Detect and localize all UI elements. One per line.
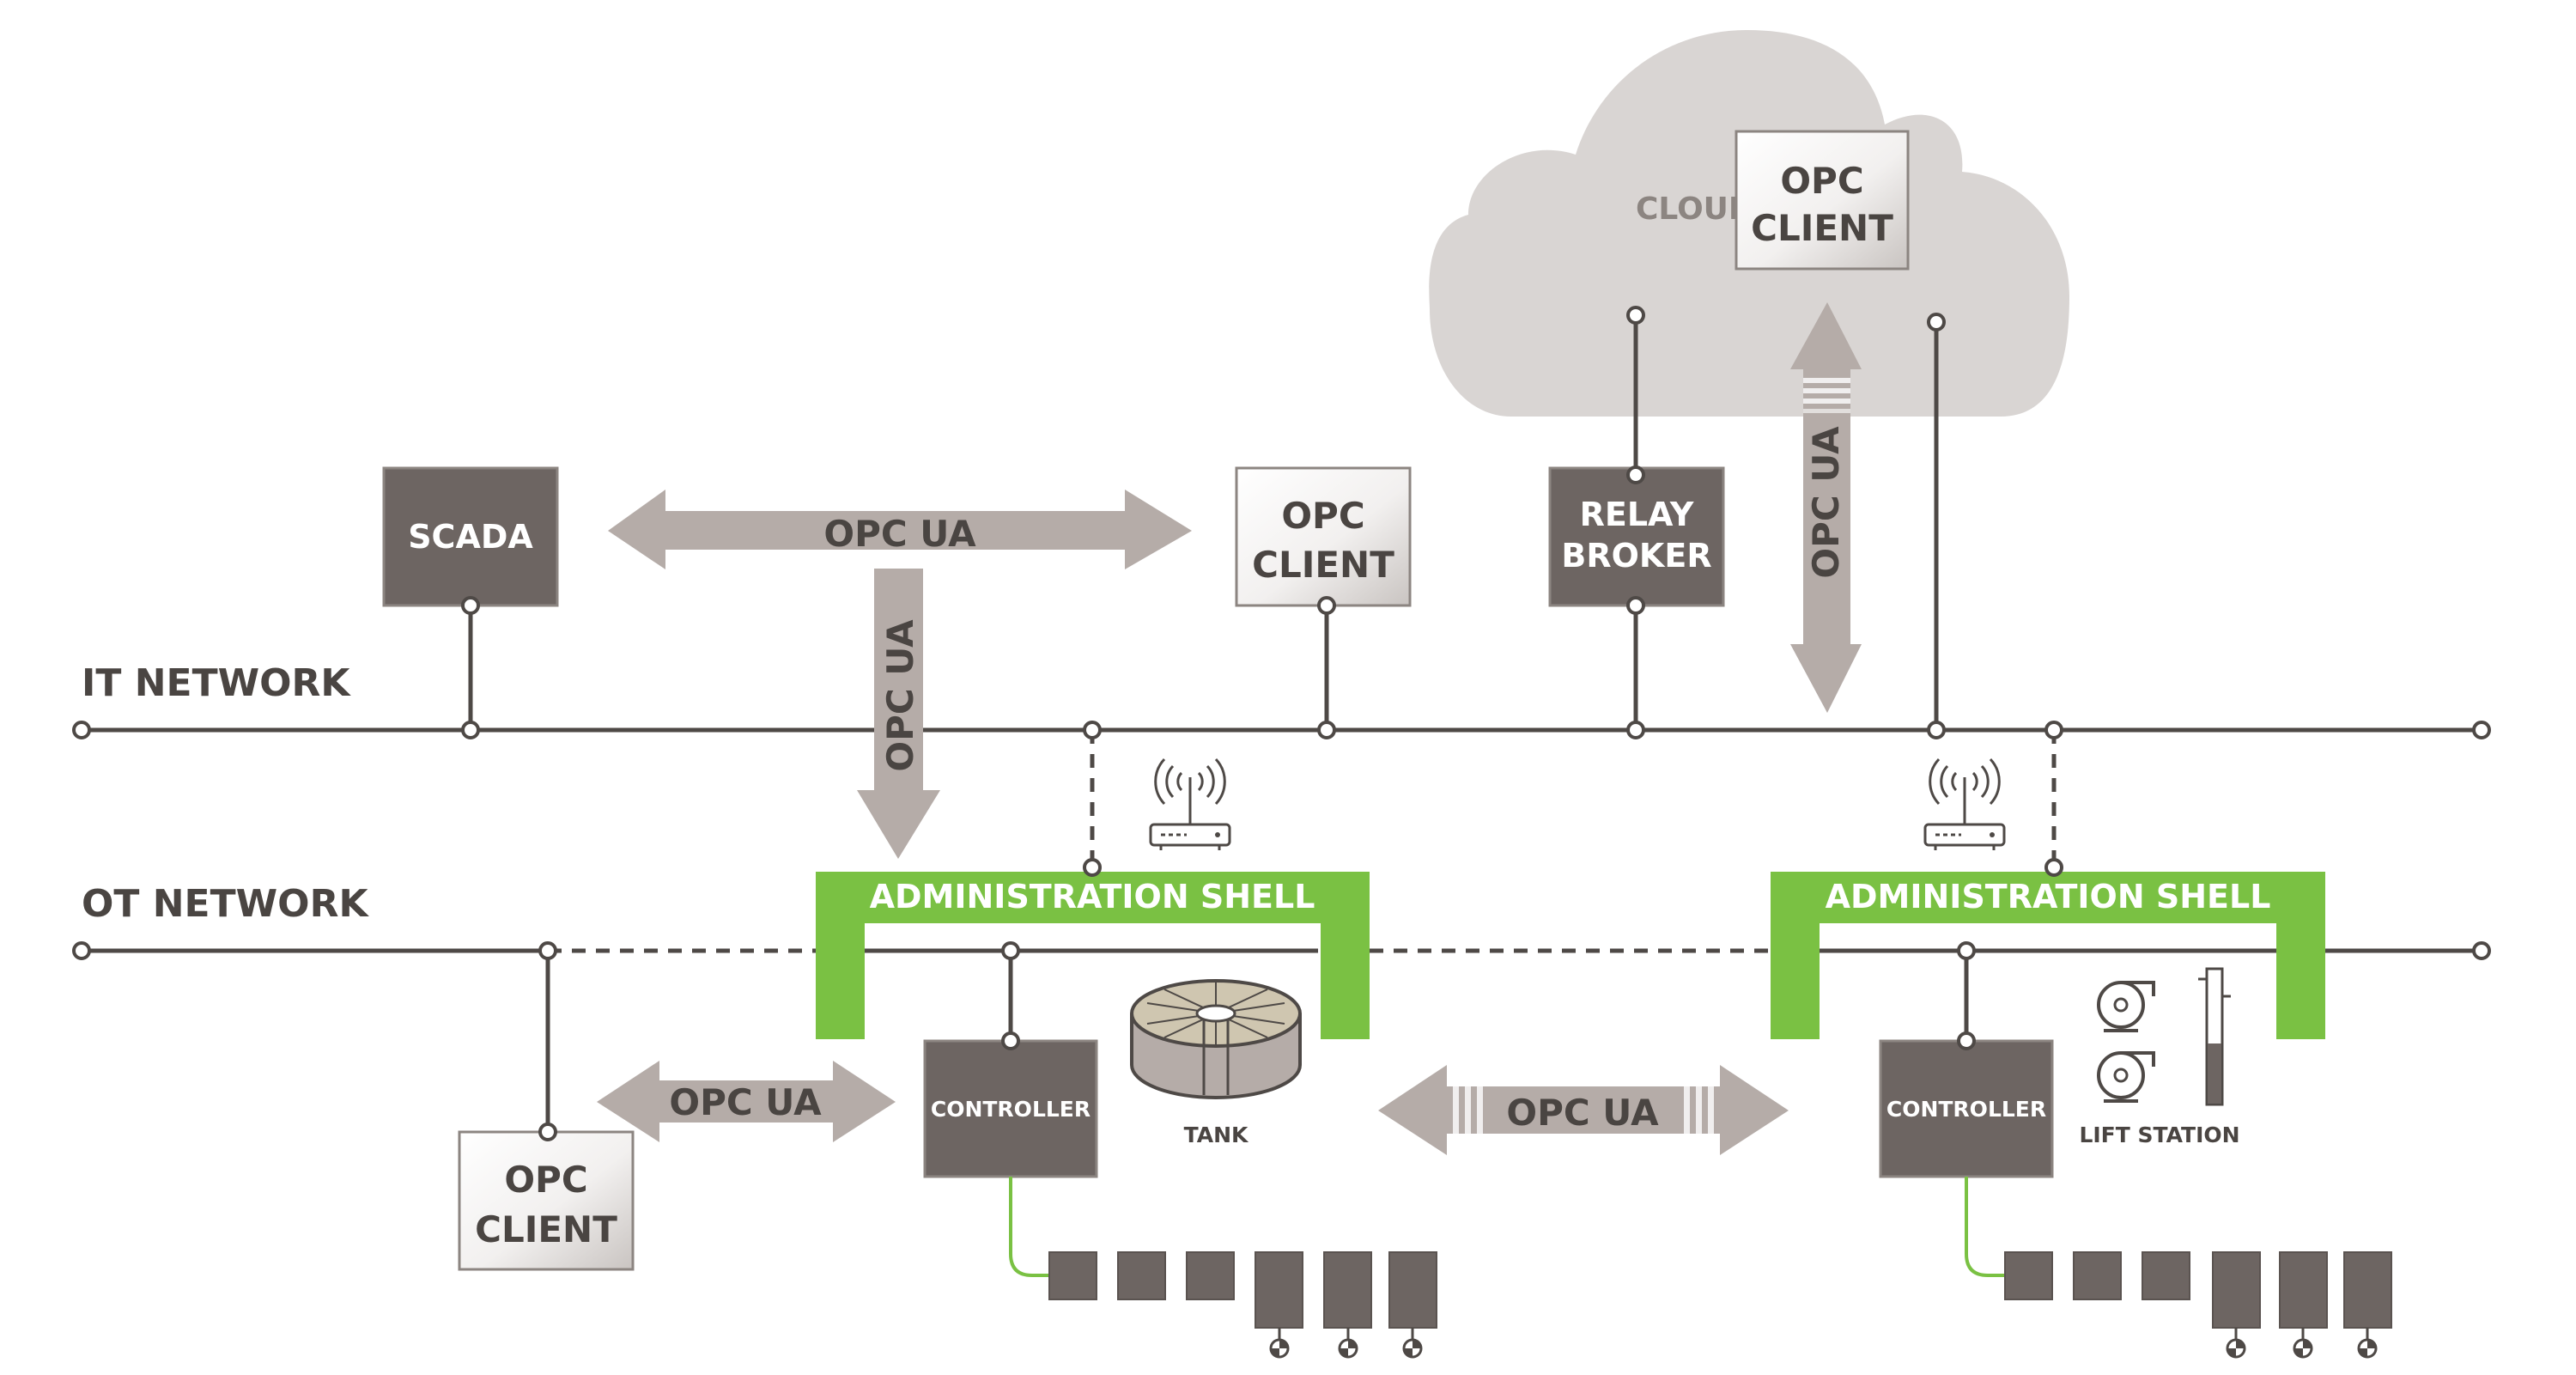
sensor-icon bbox=[2293, 1328, 2313, 1359]
io-modules-left bbox=[1009, 1177, 1437, 1359]
opc-ua-arrow-cloud: OPC UA bbox=[1790, 302, 1862, 713]
opc-ua-arrow-cloud-label: OPC UA bbox=[1805, 426, 1847, 579]
connection-nodes bbox=[72, 306, 2491, 1141]
ot-network: OT NETWORK bbox=[82, 882, 2482, 953]
it-network-label: IT NETWORK bbox=[82, 661, 351, 705]
sensor-icon bbox=[2357, 1328, 2378, 1359]
lift-station: LIFT STATION bbox=[2079, 967, 2240, 1147]
pump-icon bbox=[2097, 981, 2155, 1032]
controller-left-label: CONTROLLER bbox=[931, 1097, 1091, 1122]
opc-client-it-line2: CLIENT bbox=[1252, 544, 1394, 586]
opc-client-ot-line2: CLIENT bbox=[475, 1208, 617, 1250]
wifi-router-icon bbox=[1923, 757, 2006, 850]
io-module bbox=[1255, 1251, 1303, 1329]
opc-ua-arrow-down: OPC UA bbox=[857, 569, 940, 859]
sensor-icon bbox=[1402, 1328, 1423, 1359]
sensor-icon bbox=[1338, 1328, 1358, 1359]
opc-ua-arrow-top-label: OPC UA bbox=[823, 513, 976, 555]
io-module bbox=[2004, 1251, 2053, 1300]
io-module bbox=[2212, 1251, 2261, 1329]
io-modules-right bbox=[1965, 1177, 2392, 1359]
opc-ua-arrow-bottom-middle: OPC UA bbox=[1378, 1065, 1789, 1155]
io-module bbox=[2343, 1251, 2392, 1329]
opc-ua-arrow-bottom-left: OPC UA bbox=[597, 1061, 896, 1142]
io-module bbox=[2142, 1251, 2190, 1300]
opc-client-it: OPC CLIENT bbox=[1235, 466, 1412, 607]
io-module bbox=[1117, 1251, 1166, 1300]
scada-label: SCADA bbox=[408, 518, 533, 556]
connectors bbox=[468, 315, 2057, 1132]
controller-right: CONTROLLER bbox=[1879, 1039, 2054, 1178]
ot-network-label: OT NETWORK bbox=[82, 882, 369, 926]
io-module bbox=[1186, 1251, 1235, 1300]
relay-broker-line2: BROKER bbox=[1561, 537, 1711, 575]
io-module bbox=[1388, 1251, 1437, 1329]
tank-icon: TANK bbox=[1130, 979, 1302, 1147]
sensor-icon bbox=[1269, 1328, 1290, 1359]
pump-icon bbox=[2097, 1051, 2155, 1103]
wifi-router-icon bbox=[1149, 757, 1231, 850]
cloud-opc-client: OPC CLIENT bbox=[1735, 130, 1910, 271]
io-module bbox=[2279, 1251, 2328, 1329]
cloud-opc-client-line2: CLIENT bbox=[1751, 207, 1893, 249]
opc-client-ot: OPC CLIENT bbox=[458, 1130, 635, 1271]
administration-shell-left: ADMINISTRATION SHELL bbox=[816, 872, 1370, 1039]
it-network: IT NETWORK bbox=[82, 661, 2482, 733]
tank-label: TANK bbox=[1184, 1123, 1249, 1147]
controller-left: CONTROLLER bbox=[923, 1039, 1098, 1178]
opc-client-ot-line1: OPC bbox=[504, 1159, 587, 1201]
controller-right-label: CONTROLLER bbox=[1886, 1097, 2046, 1122]
opc-ua-arrow-bottom-middle-label: OPC UA bbox=[1506, 1092, 1659, 1134]
lift-station-label: LIFT STATION bbox=[2079, 1123, 2239, 1147]
admin-shell-right-label: ADMINISTRATION SHELL bbox=[1826, 878, 2271, 916]
relay-broker-line1: RELAY bbox=[1580, 496, 1694, 533]
admin-shell-left-label: ADMINISTRATION SHELL bbox=[870, 878, 1315, 916]
io-module bbox=[2073, 1251, 2122, 1300]
scada-box: SCADA bbox=[382, 466, 559, 607]
level-gauge-icon bbox=[2198, 967, 2231, 1106]
io-module bbox=[1323, 1251, 1372, 1329]
cloud-label: CLOUD bbox=[1636, 192, 1754, 227]
io-module bbox=[1048, 1251, 1097, 1300]
opc-ua-arrow-bottom-left-label: OPC UA bbox=[669, 1081, 822, 1123]
opc-client-it-line1: OPC bbox=[1281, 495, 1364, 537]
cloud-opc-client-line1: OPC bbox=[1780, 160, 1863, 202]
opc-ua-arrow-top: OPC UA bbox=[608, 490, 1192, 569]
opc-ua-arrow-down-label: OPC UA bbox=[879, 619, 921, 772]
relay-broker-box: RELAY BROKER bbox=[1548, 466, 1725, 607]
sensor-icon bbox=[2226, 1328, 2246, 1359]
administration-shell-right: ADMINISTRATION SHELL bbox=[1771, 872, 2325, 1039]
